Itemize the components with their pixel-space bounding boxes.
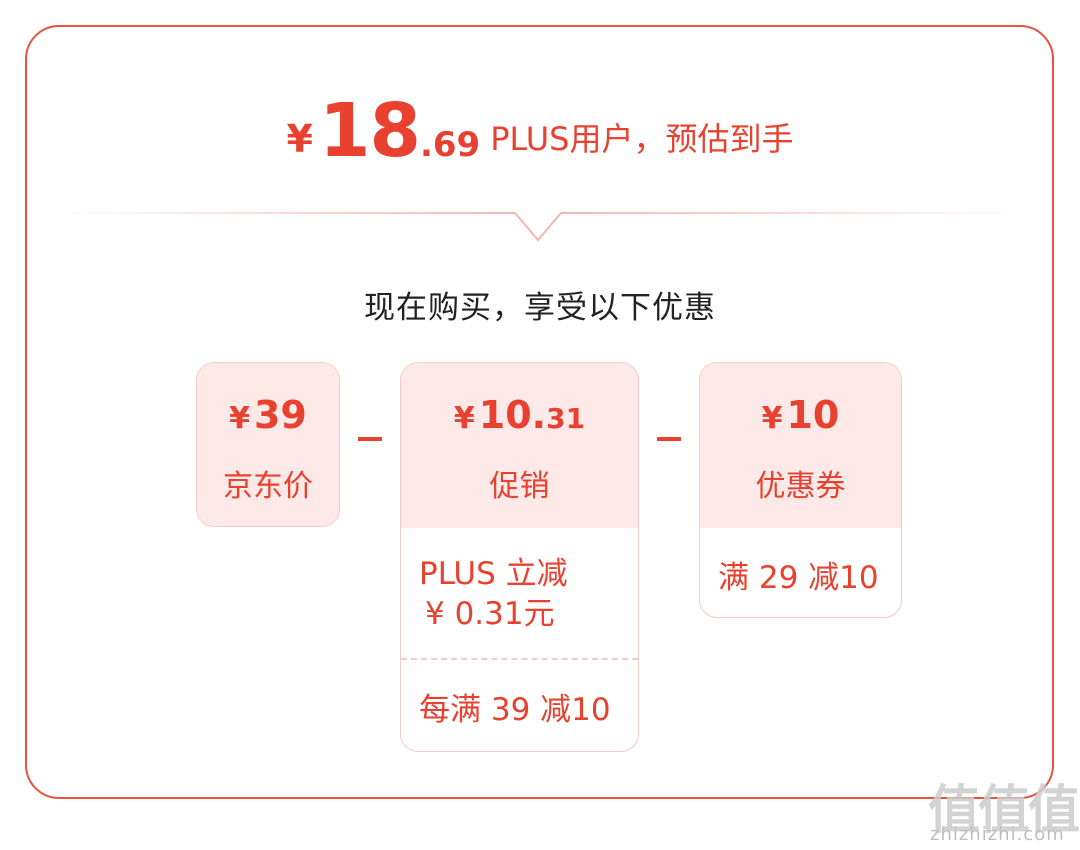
- currency-symbol: ¥: [761, 401, 783, 436]
- watermark-url: zhizhizhi.com: [930, 824, 1065, 845]
- full-reduction-detail: 每满 39 减10: [419, 692, 611, 728]
- watermark-logo: 值值值: [928, 781, 1080, 841]
- jd-price-box: ¥39 京东价: [196, 362, 340, 527]
- plus-discount-detail: PLUS 立减 ¥ 0.31元: [401, 528, 638, 660]
- minus-operator: [657, 437, 681, 441]
- subtitle: 现在购买，享受以下优惠: [364, 290, 716, 326]
- coupon-detail: 满 29 减10: [718, 560, 879, 596]
- jd-price-label: 京东价: [223, 469, 313, 504]
- plus-discount-title: PLUS 立减: [419, 556, 568, 592]
- divider-arrow: [50, 212, 1030, 242]
- minus-operator: [358, 437, 382, 441]
- coupon-head: ¥10 优惠券: [700, 363, 901, 528]
- promotion-box: ¥10.31 促销 PLUS 立减 ¥ 0.31元 每满 39 减10: [400, 362, 639, 752]
- promotion-amount: 10.: [478, 393, 547, 437]
- currency-symbol: ¥: [453, 401, 475, 436]
- promotion-label: 促销: [489, 469, 550, 504]
- price-note: PLUS用户，预估到手: [490, 120, 794, 158]
- promotion-amount-cents: 31: [546, 402, 586, 435]
- price-integer: 18: [318, 88, 421, 174]
- jd-price-head: ¥39 京东价: [197, 363, 339, 526]
- currency-symbol: ¥: [286, 117, 313, 161]
- plus-discount-value: ¥ 0.31元: [425, 596, 555, 632]
- coupon-box: ¥10 优惠券 满 29 减10: [699, 362, 902, 618]
- currency-symbol: ¥: [229, 401, 250, 436]
- jd-price-amount: 39: [253, 393, 307, 437]
- promotion-head: ¥10.31 促销: [401, 363, 638, 528]
- price-decimal: .69: [419, 125, 481, 165]
- coupon-label: 优惠券: [755, 469, 846, 504]
- coupon-amount: 10: [786, 393, 840, 437]
